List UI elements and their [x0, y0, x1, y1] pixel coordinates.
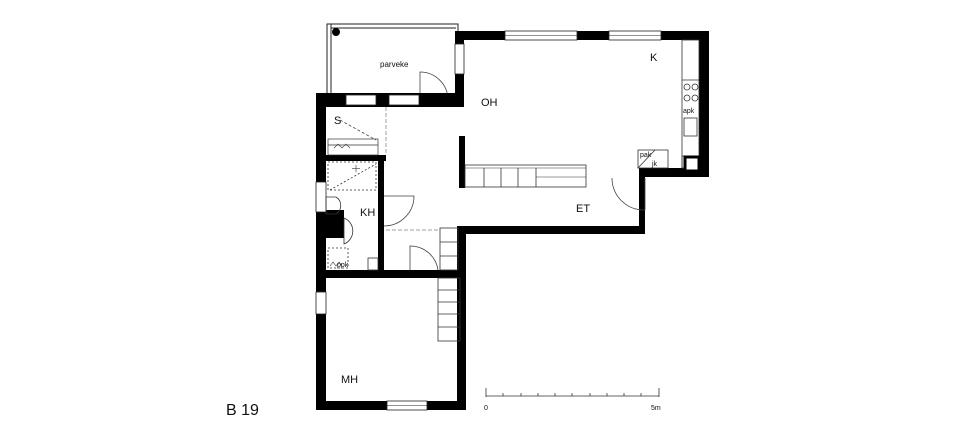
fixture-label-jk: jk — [651, 161, 658, 168]
room-label-oh: OH — [481, 97, 498, 109]
scale-start-label: 0 — [484, 405, 488, 412]
bathroom-door-swing-icon — [383, 195, 415, 227]
bathroom-fixtures — [325, 161, 379, 271]
plan-code: B 19 — [226, 402, 259, 419]
fixture-label-ppk: ppk — [337, 262, 349, 269]
fixture-label-apk: apk — [683, 108, 695, 115]
fixture-labels: apk pak jk ppk — [337, 108, 695, 269]
bedroom-door-swing-icon — [409, 245, 439, 271]
room-label-mh: MH — [341, 374, 358, 386]
room-label-kh: KH — [360, 207, 375, 219]
drain-icon — [332, 28, 340, 36]
room-label-et: ET — [576, 203, 590, 215]
room-label-s: S — [334, 115, 341, 127]
scale-bar — [485, 388, 660, 397]
fixture-label-pak: pak — [640, 152, 652, 159]
room-label-k: K — [650, 52, 658, 64]
room-labels: parveke K OH S KH ET MH — [334, 52, 658, 386]
door-swings — [383, 107, 646, 271]
entrance-door-swing-icon — [611, 177, 646, 211]
sauna-benches — [327, 119, 379, 156]
walls — [316, 31, 709, 410]
wardrobes — [437, 164, 587, 342]
room-label-parveke: parveke — [380, 60, 409, 69]
kitchen-counters — [637, 39, 701, 173]
windows — [315, 30, 662, 411]
scale-end-label: 5m — [651, 405, 661, 412]
